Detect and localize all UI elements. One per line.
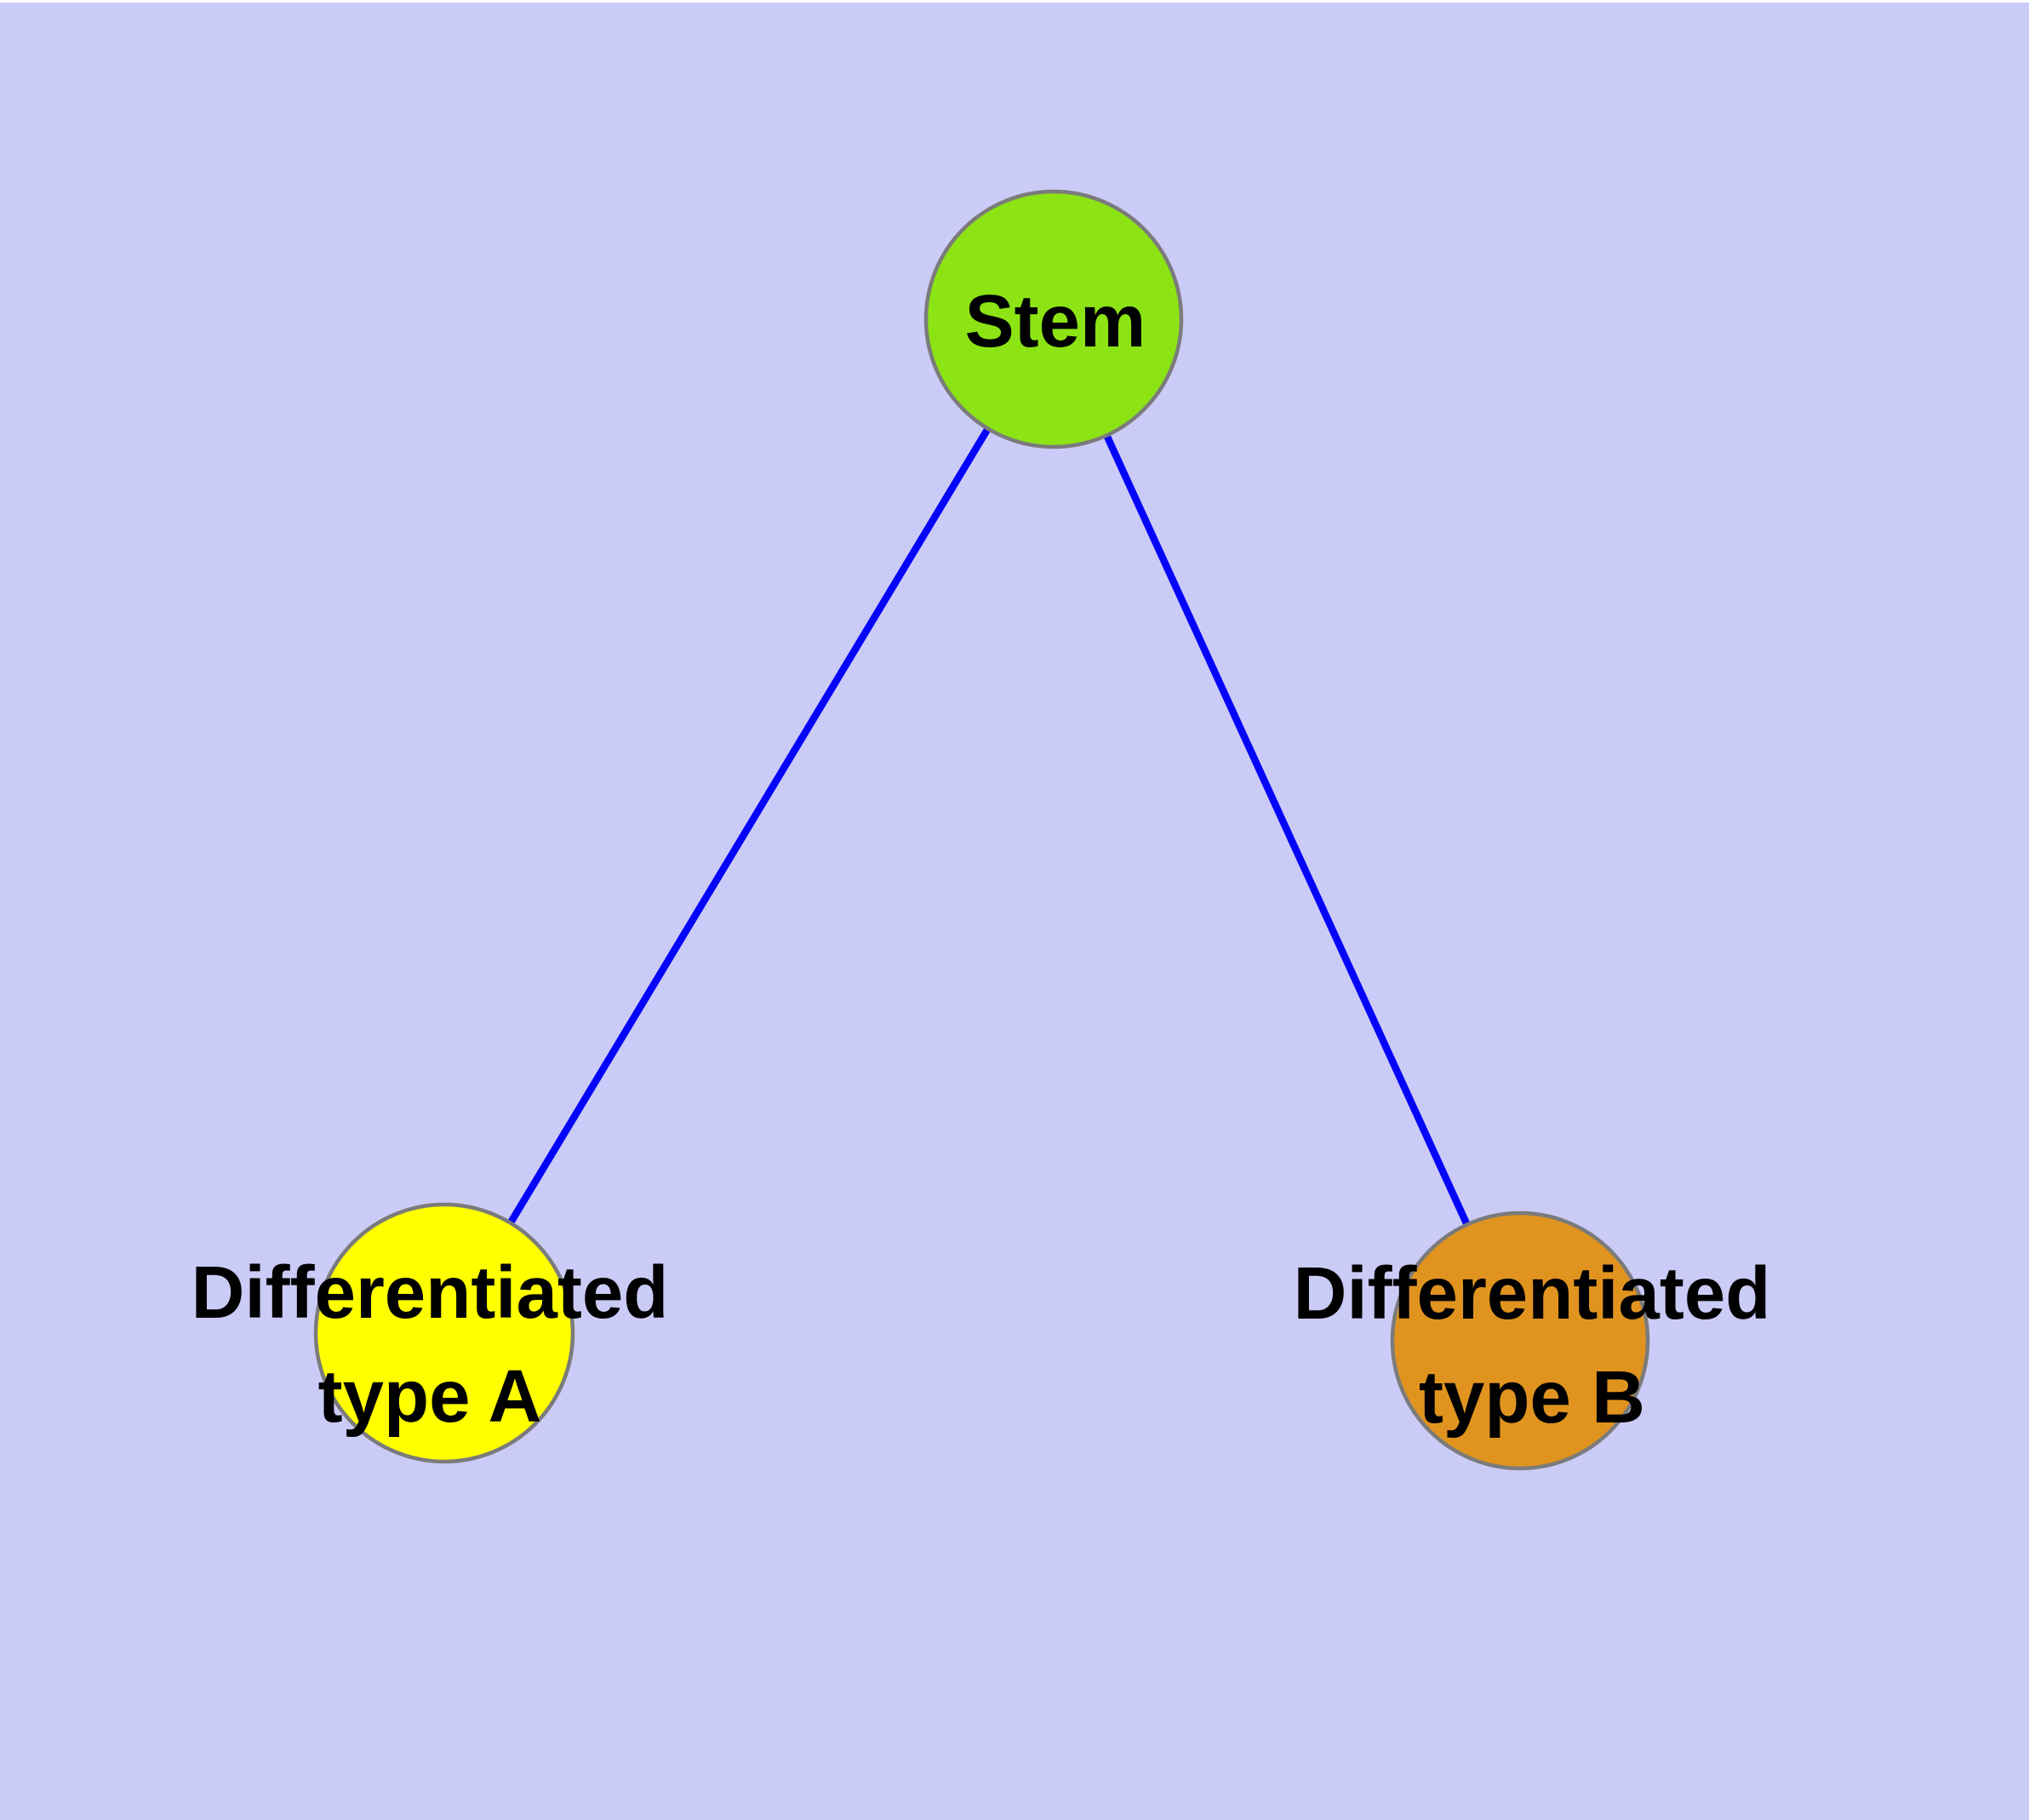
node-type-b-circle bbox=[1390, 1210, 1650, 1471]
node-type-b-label-line-1: Differentiated bbox=[1293, 1252, 1771, 1335]
node-stem-circle bbox=[923, 189, 1184, 449]
graph-svg bbox=[313, 189, 1650, 1471]
node-type-a-label: Differentiated type A bbox=[191, 1241, 669, 1449]
node-type-b-label: Differentiated type B bbox=[1294, 1242, 1771, 1450]
node-type-a-circle bbox=[313, 1202, 575, 1464]
node-type-a-label-line-1: Differentiated bbox=[191, 1251, 669, 1334]
page: { "diagram": { "type": "graph", "descrip… bbox=[0, 3, 2029, 1820]
node-stem-label: Stem bbox=[964, 280, 1146, 363]
edge-stem-to-type-a bbox=[441, 317, 1057, 1336]
node-type-a-label-line-2: type A bbox=[317, 1355, 542, 1438]
node-type-b-label-line-2: type B bbox=[1419, 1356, 1645, 1439]
diagram-canvas: Stem Differentiated type A Differentiate… bbox=[0, 3, 2029, 1820]
edge-stem-to-type-b bbox=[1050, 318, 1523, 1342]
